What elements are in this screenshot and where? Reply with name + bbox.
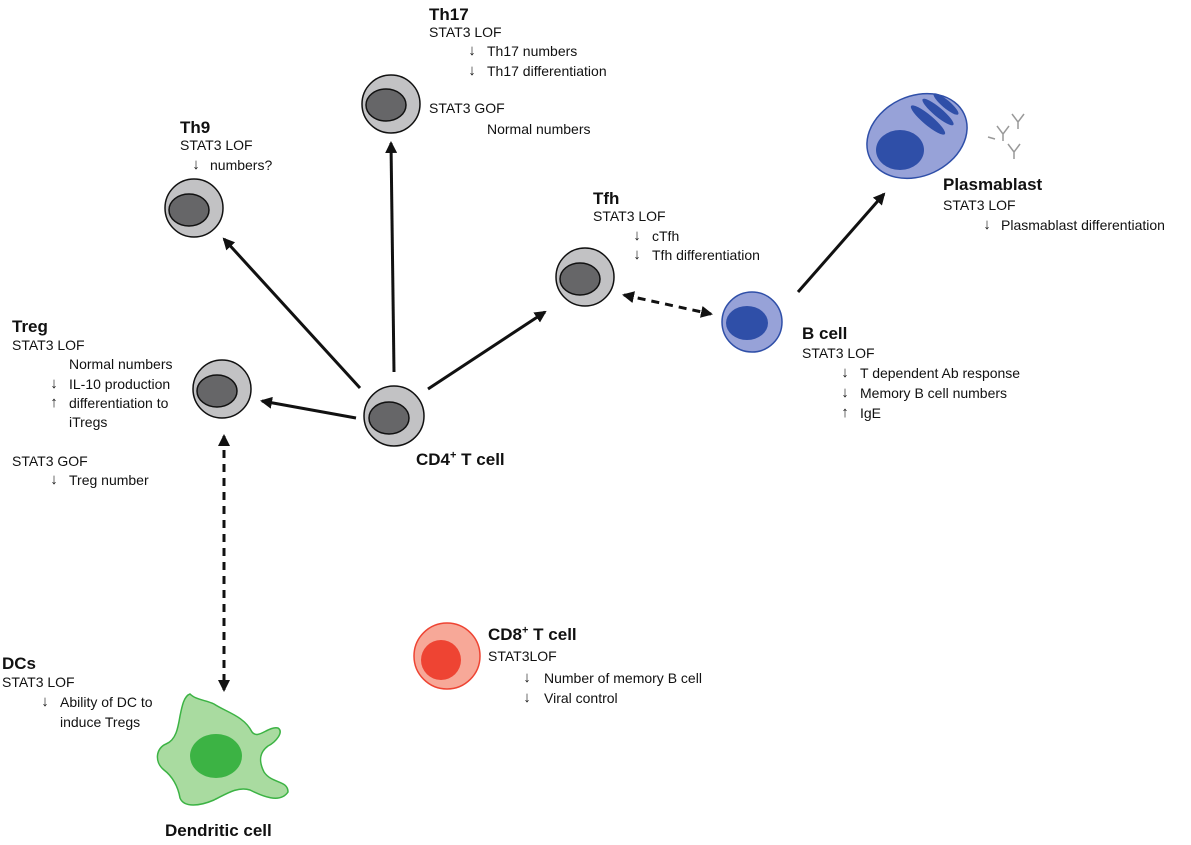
arrow-bcell-to-plasmablast [796,192,886,293]
down-arrow-icon: ↓ [192,156,200,173]
treg-diff-line1: differentiation to [69,395,169,411]
dendritic-cell-title: Dendritic cell [165,821,272,840]
tfh-lof-item: cTfh [652,228,680,244]
bcell-item: T dependent Ab response [860,365,1021,381]
arrow-cd4-to-tfh [427,310,547,391]
bcell-lof-label: STAT3 LOF [802,345,875,361]
tfh-lof-label: STAT3 LOF [593,208,666,224]
down-arrow-icon: ↓ [468,62,476,79]
th9-lof-label: STAT3 LOF [180,137,253,153]
treg-title: Treg [12,317,48,336]
th9-cell-icon [164,178,224,238]
treg-diff-line2: iTregs [69,414,108,430]
plasmablast-item: Plasmablast differentiation [1001,217,1165,233]
arrow-cd4-to-treg [260,396,357,420]
th17-cell-icon [361,74,421,134]
up-arrow-icon: ↑ [841,404,849,421]
dcs-item-line2: induce Tregs [60,714,141,730]
dcs-title: DCs [2,654,37,673]
tfh-lof-item: Tfh differentiation [652,247,760,263]
down-arrow-icon: ↓ [983,216,991,233]
plasmablast-title: Plasmablast [943,175,1043,194]
b-cell-icon [721,291,783,353]
down-arrow-icon: ↓ [50,375,58,392]
down-arrow-icon: ↓ [468,42,476,59]
treg-gof-label: STAT3 GOF [12,453,88,469]
dcs-lof-label: STAT3 LOF [2,674,75,690]
bcell-title: B cell [802,324,848,343]
arrow-cd4-to-th9 [222,237,362,390]
arrow-cd4-to-th17 [385,141,398,373]
cd8-item: Viral control [544,690,618,706]
down-arrow-icon: ↓ [523,669,531,686]
down-arrow-icon: ↓ [841,384,849,401]
cd4-t-cell-icon [363,385,425,447]
cd8-t-cell-icon [413,622,481,690]
cd4-title: CD4+ T cell [416,449,505,469]
plasmablast-lof-label: STAT3 LOF [943,197,1016,213]
treg-lof-label: STAT3 LOF [12,337,85,353]
arrow-tfh-bcell-dashed [622,291,713,318]
dcs-item-line1: Ability of DC to [60,694,153,710]
th9-title: Th9 [180,118,211,137]
antibody-icon [987,113,1025,159]
th17-gof-label: STAT3 GOF [429,100,505,116]
cd8-lof-label: STAT3LOF [488,648,557,664]
down-arrow-icon: ↓ [523,689,531,706]
th17-lof-label: STAT3 LOF [429,24,502,40]
treg-gof-item: Treg number [69,472,149,488]
bcell-item: Memory B cell numbers [860,385,1008,401]
bcell-item: IgE [860,405,882,421]
th17-lof-item: Th17 differentiation [487,63,607,79]
th17-title: Th17 [429,5,469,24]
cd8-title: CD8+ T cell [488,624,577,644]
tfh-cell-icon [555,247,615,307]
down-arrow-icon: ↓ [841,364,849,381]
down-arrow-icon: ↓ [41,693,49,710]
cd8-item: Number of memory B cell [544,670,702,686]
down-arrow-icon: ↓ [633,246,641,263]
th9-lof-item: numbers? [210,157,273,173]
treg-normal-numbers: Normal numbers [69,356,173,372]
down-arrow-icon: ↓ [633,227,641,244]
th17-lof-item: Th17 numbers [487,43,578,59]
plasmablast-cell-icon [866,92,968,180]
dendritic-cell-icon [156,693,289,806]
th17-gof-item: Normal numbers [487,121,591,137]
down-arrow-icon: ↓ [50,471,58,488]
treg-il10: IL-10 production [69,376,171,392]
tfh-title: Tfh [593,189,620,208]
up-arrow-icon: ↑ [50,394,58,411]
treg-cell-icon [192,359,252,419]
